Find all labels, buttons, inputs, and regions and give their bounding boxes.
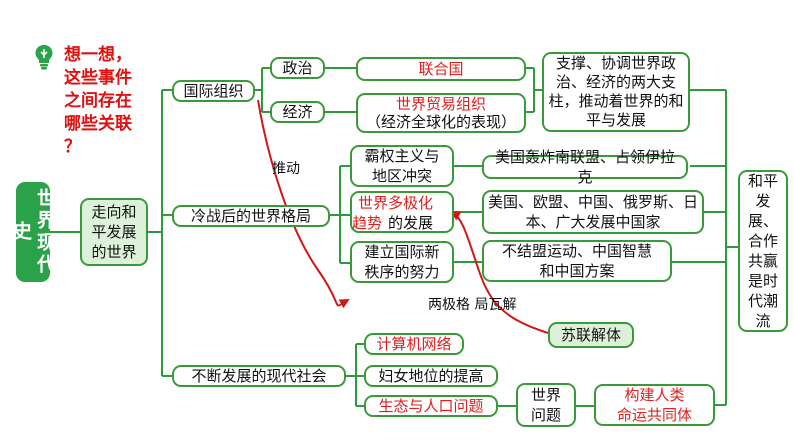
- world-issues-box: 世界 问题: [516, 383, 576, 427]
- wto-box: 世界贸易组织 （经济全球化的表现）: [356, 93, 526, 133]
- community-shared-future-box: 构建人类 命运共同体: [594, 384, 715, 426]
- multipolar-suffix: 的发展: [388, 214, 434, 232]
- reflection-question: 想一想， 这些事件 之间存在 哪些关联 ？: [64, 45, 132, 157]
- branch-international-orgs: 国际组织: [172, 80, 255, 102]
- multipolar-red-text: 世界多极化 趋势: [352, 194, 434, 232]
- hegemony-box: 霸权主义与 地区冲突: [350, 145, 454, 187]
- lightbulb-icon: [35, 45, 53, 70]
- annotation-bipolar-collapse: 两极格 局瓦解: [428, 297, 517, 313]
- internet-box: 计算机网络: [364, 333, 464, 355]
- ussr-collapse-box: 苏联解体: [548, 322, 634, 348]
- new-order-example: 不结盟运动、中国智慧 和中国方案: [482, 240, 672, 282]
- branch-modern-society: 不断发展的现代社会: [172, 365, 346, 387]
- pillars-box: 支撑、协调世界政治、经济的两大支柱，推动着世界的和平与发展: [542, 52, 690, 132]
- orgs-politics: 政治: [270, 57, 325, 79]
- theme-peace-cooperation: 和平发展、合作共赢是时代潮流: [738, 170, 788, 332]
- women-status-box: 妇女地位的提高: [364, 365, 498, 387]
- un-box: 联合国: [356, 57, 526, 81]
- wto-label: 世界贸易组织: [395, 95, 486, 113]
- ecology-population-box: 生态与人口问题: [364, 395, 498, 417]
- branch-post-cold-war-pattern: 冷战后的世界格局: [172, 205, 330, 227]
- wto-note: （经济全球化的表现）: [365, 113, 516, 131]
- annotation-promote: 推动: [272, 161, 300, 177]
- hegemony-example: 美国轰炸南联盟、占领伊拉克: [482, 148, 688, 186]
- branch-peace-development: 走向和平发展的世界: [80, 198, 148, 266]
- multipolar-box: 世界多极化 趋势的发展: [350, 191, 454, 233]
- new-order-box: 建立国际新 秩序的努力: [350, 241, 454, 283]
- root-world-modern-history: 世界现代史: [10, 182, 56, 282]
- multipolar-example: 美国、欧盟、中国、俄罗斯、日本、广大发展中国家: [482, 190, 704, 234]
- orgs-economy: 经济: [270, 101, 325, 123]
